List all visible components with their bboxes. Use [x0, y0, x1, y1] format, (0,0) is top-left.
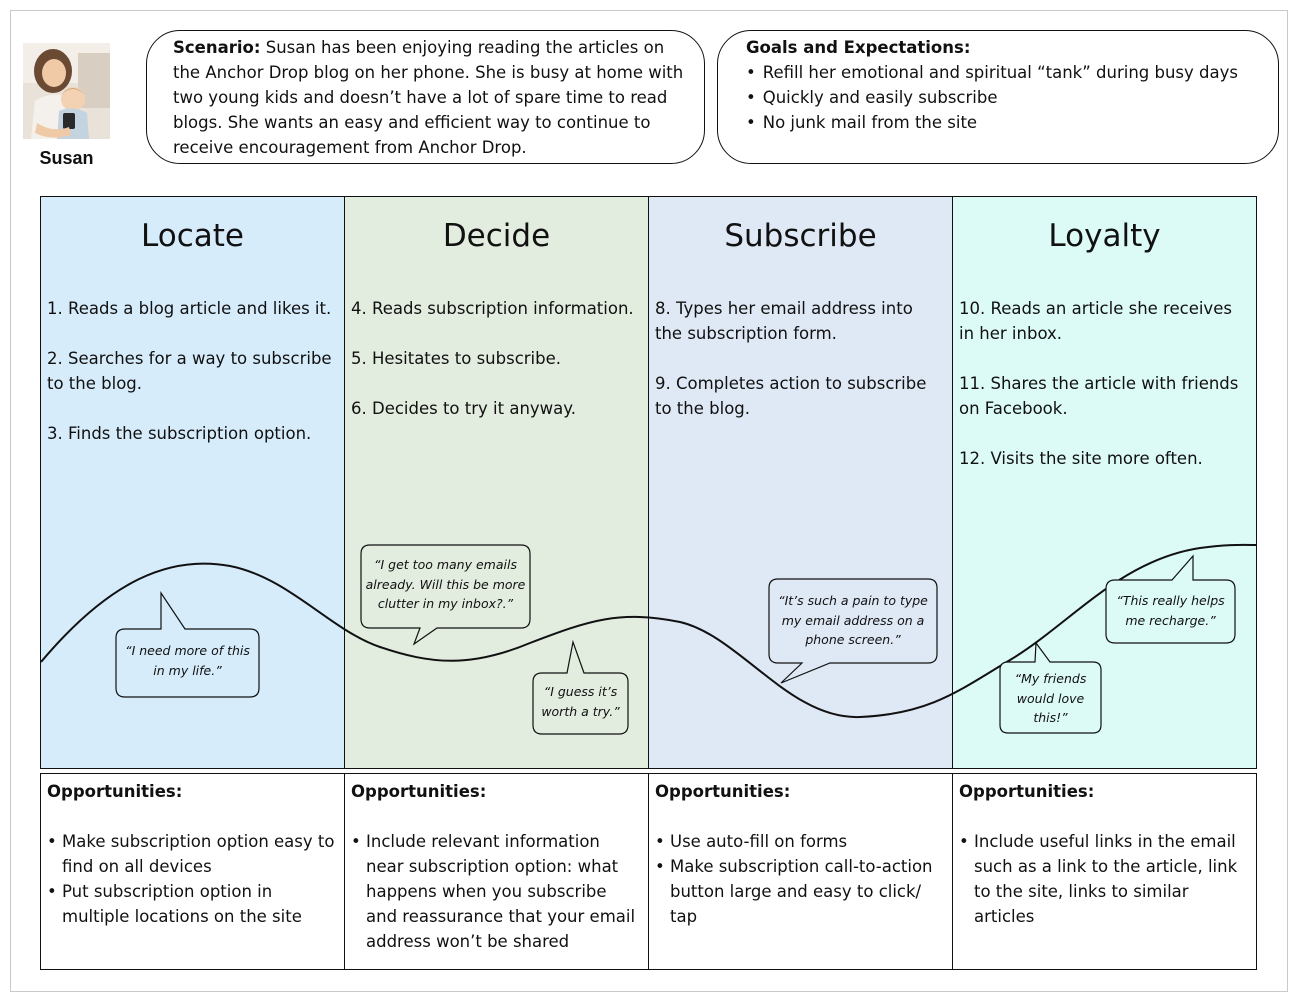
opportunities-title: Opportunities:	[351, 782, 487, 801]
phase-steps-subscribe: 8. Types her email address into the subs…	[648, 274, 953, 769]
goals-title: Goals and Expectations:	[746, 38, 971, 57]
phase-header-decide: Decide	[344, 196, 649, 275]
journey-map-frame	[10, 10, 1288, 992]
scenario-label: Scenario:	[173, 38, 261, 57]
opportunities-decide: Opportunities: Include relevant informat…	[344, 773, 649, 970]
opportunities-locate: Opportunities: Make subscription option …	[40, 773, 345, 970]
phase-steps-loyalty: 10. Reads an article she receives in her…	[952, 274, 1257, 769]
opportunities-list: Use auto-fill on forms Make subscription…	[655, 829, 944, 929]
step-item: 11. Shares the article with friends on F…	[959, 374, 1239, 418]
goals-list: Refill her emotional and spiritual “tank…	[746, 60, 1268, 135]
mother-with-baby-photo-icon	[23, 43, 110, 139]
phase-title: Decide	[442, 217, 551, 254]
opportunities-title: Opportunities:	[959, 782, 1095, 801]
opportunity-item: Put subscription option in multiple loca…	[47, 879, 336, 929]
step-item: 8. Types her email address into the subs…	[655, 299, 913, 343]
opportunity-item: Include useful links in the email such a…	[959, 829, 1248, 929]
goal-item: Quickly and easily subscribe	[746, 85, 1268, 110]
step-item: 1. Reads a blog article and likes it.	[47, 299, 332, 318]
step-item: 4. Reads subscription information.	[351, 299, 634, 318]
step-item: 9. Completes action to subscribe to the …	[655, 374, 927, 418]
opportunity-item: Include relevant information near subscr…	[351, 829, 640, 954]
quote-loyalty-1: “My friends would love this!”	[1014, 671, 1087, 725]
opportunities-list: Include relevant information near subscr…	[351, 829, 640, 954]
opportunities-list: Include useful links in the email such a…	[959, 829, 1248, 929]
phase-title: Loyalty	[1048, 217, 1161, 254]
step-item: 2. Searches for a way to subscribe to th…	[47, 349, 332, 393]
opportunity-item: Use auto-fill on forms	[655, 829, 944, 854]
opportunities-title: Opportunities:	[47, 782, 183, 801]
phase-header-locate: Locate	[40, 196, 345, 275]
step-item: 3. Finds the subscription option.	[47, 424, 312, 443]
opportunity-item: Make subscription call-to-action button …	[655, 854, 944, 929]
quote-locate: “I need more of this in my life.”	[125, 643, 250, 678]
quote-subscribe: “It’s such a pain to type my email addre…	[778, 593, 928, 647]
quote-decide-1: “I get too many emails already. Will thi…	[365, 557, 526, 611]
opportunity-item: Make subscription option easy to find on…	[47, 829, 336, 879]
persona-name: Susan	[39, 148, 94, 168]
opportunities-list: Make subscription option easy to find on…	[47, 829, 336, 929]
phase-steps-locate: 1. Reads a blog article and likes it. 2.…	[40, 274, 345, 769]
step-item: 10. Reads an article she receives in her…	[959, 299, 1232, 343]
step-item: 6. Decides to try it anyway.	[351, 399, 576, 418]
quote-loyalty-2: “This really helps me recharge.”	[1116, 593, 1225, 628]
goal-item: Refill her emotional and spiritual “tank…	[746, 60, 1268, 85]
scenario-box: Scenario: Susan has been enjoying readin…	[146, 30, 705, 164]
phase-header-subscribe: Subscribe	[648, 196, 953, 275]
opportunities-loyalty: Opportunities: Include useful links in t…	[952, 773, 1257, 970]
goals-box: Goals and Expectations: Refill her emoti…	[717, 30, 1279, 164]
persona-avatar	[23, 43, 110, 139]
phase-title: Subscribe	[724, 217, 877, 254]
opportunities-title: Opportunities:	[655, 782, 791, 801]
step-item: 5. Hesitates to subscribe.	[351, 349, 562, 368]
goal-item: No junk mail from the site	[746, 110, 1268, 135]
scenario-text: Susan has been enjoying reading the arti…	[173, 38, 684, 157]
quote-decide-2: “I guess it’s worth a try.”	[541, 684, 620, 719]
phase-header-loyalty: Loyalty	[952, 196, 1257, 275]
phase-title: Locate	[141, 217, 244, 254]
step-item: 12. Visits the site more often.	[959, 449, 1203, 468]
opportunities-subscribe: Opportunities: Use auto-fill on forms Ma…	[648, 773, 953, 970]
